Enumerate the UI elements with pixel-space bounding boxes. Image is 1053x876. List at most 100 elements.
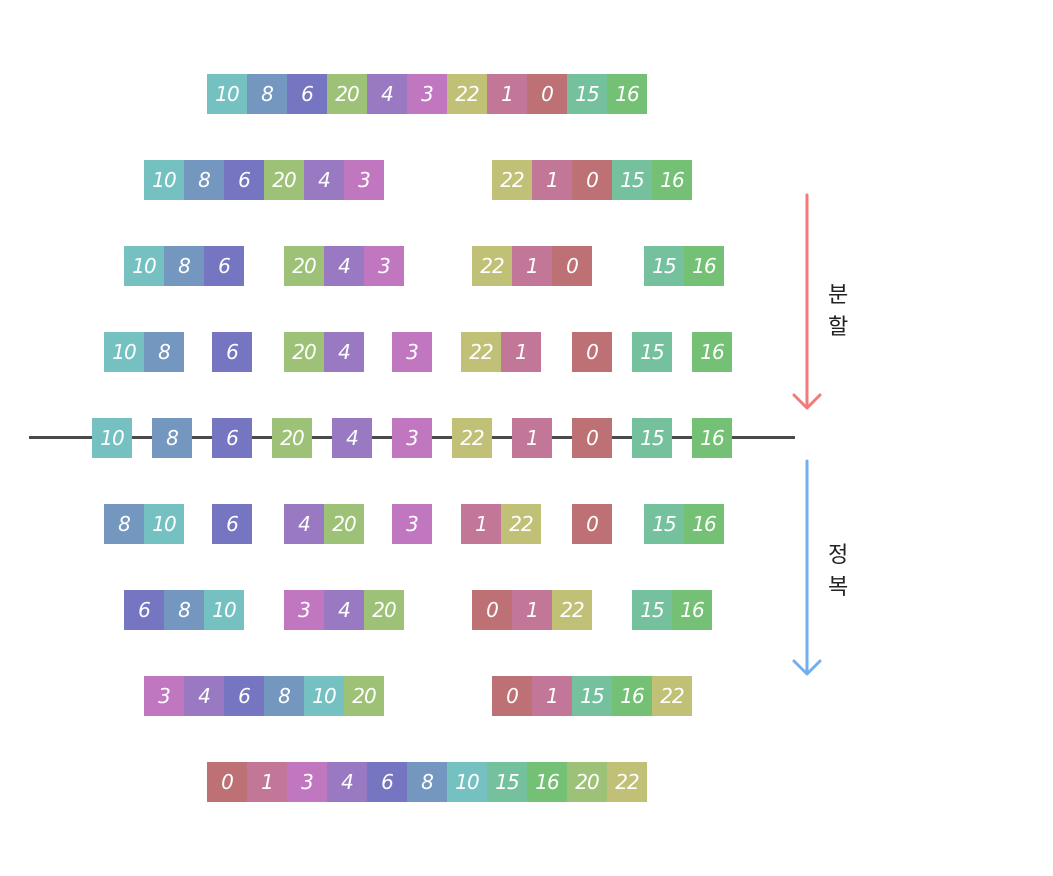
number-cell: 20 xyxy=(264,160,304,200)
number-cell: 3 xyxy=(144,676,184,716)
number-cell: 4 xyxy=(324,332,364,372)
number-cell: 1 xyxy=(532,160,572,200)
number-cell: 10 xyxy=(204,590,244,630)
number-cell: 6 xyxy=(212,418,252,458)
number-cell: 4 xyxy=(324,246,364,286)
number-cell: 3 xyxy=(344,160,384,200)
number-cell: 4 xyxy=(324,590,364,630)
divide-label: 분할 xyxy=(828,283,849,340)
number-cell: 8 xyxy=(104,504,144,544)
number-cell: 0 xyxy=(527,74,567,114)
number-cell: 10 xyxy=(104,332,144,372)
number-cell: 8 xyxy=(407,762,447,802)
number-cell: 8 xyxy=(152,418,192,458)
number-cell: 4 xyxy=(184,676,224,716)
number-cell: 10 xyxy=(144,504,184,544)
number-cell: 15 xyxy=(632,332,672,372)
divide-arrow xyxy=(792,193,822,410)
number-cell: 15 xyxy=(567,74,607,114)
number-cell: 15 xyxy=(632,590,672,630)
conquer-label: 정복 xyxy=(828,543,849,600)
number-cell: 16 xyxy=(672,590,712,630)
number-cell: 16 xyxy=(607,74,647,114)
number-cell: 0 xyxy=(572,332,612,372)
number-cell: 20 xyxy=(284,332,324,372)
number-cell: 10 xyxy=(144,160,184,200)
number-cell: 1 xyxy=(512,418,552,458)
number-cell: 0 xyxy=(207,762,247,802)
number-cell: 15 xyxy=(644,246,684,286)
number-cell: 6 xyxy=(287,74,327,114)
number-cell: 0 xyxy=(572,418,612,458)
number-cell: 22 xyxy=(461,332,501,372)
number-cell: 10 xyxy=(92,418,132,458)
number-cell: 4 xyxy=(367,74,407,114)
number-cell: 16 xyxy=(684,504,724,544)
number-cell: 20 xyxy=(567,762,607,802)
number-cell: 8 xyxy=(184,160,224,200)
number-cell: 6 xyxy=(367,762,407,802)
number-cell: 20 xyxy=(272,418,312,458)
number-cell: 1 xyxy=(247,762,287,802)
number-cell: 0 xyxy=(492,676,532,716)
number-cell: 16 xyxy=(612,676,652,716)
number-cell: 3 xyxy=(392,504,432,544)
conquer-arrow xyxy=(792,459,822,676)
number-cell: 22 xyxy=(447,74,487,114)
number-cell: 0 xyxy=(552,246,592,286)
number-cell: 4 xyxy=(332,418,372,458)
number-cell: 3 xyxy=(392,418,432,458)
number-cell: 1 xyxy=(512,246,552,286)
number-cell: 8 xyxy=(164,246,204,286)
number-cell: 20 xyxy=(344,676,384,716)
number-cell: 22 xyxy=(501,504,541,544)
number-cell: 16 xyxy=(692,332,732,372)
number-cell: 0 xyxy=(572,504,612,544)
number-cell: 10 xyxy=(304,676,344,716)
number-cell: 0 xyxy=(572,160,612,200)
number-cell: 22 xyxy=(552,590,592,630)
number-cell: 6 xyxy=(212,504,252,544)
number-cell: 22 xyxy=(607,762,647,802)
number-cell: 10 xyxy=(124,246,164,286)
number-cell: 1 xyxy=(512,590,552,630)
number-cell: 16 xyxy=(684,246,724,286)
number-cell: 6 xyxy=(224,160,264,200)
number-cell: 22 xyxy=(452,418,492,458)
number-cell: 4 xyxy=(304,160,344,200)
number-cell: 20 xyxy=(327,74,367,114)
number-cell: 1 xyxy=(487,74,527,114)
number-cell: 15 xyxy=(572,676,612,716)
number-cell: 6 xyxy=(204,246,244,286)
number-cell: 16 xyxy=(692,418,732,458)
number-cell: 15 xyxy=(632,418,672,458)
number-cell: 20 xyxy=(324,504,364,544)
number-cell: 3 xyxy=(364,246,404,286)
number-cell: 20 xyxy=(364,590,404,630)
number-cell: 22 xyxy=(652,676,692,716)
number-cell: 6 xyxy=(224,676,264,716)
number-cell: 4 xyxy=(327,762,367,802)
number-cell: 8 xyxy=(164,590,204,630)
number-cell: 3 xyxy=(407,74,447,114)
number-cell: 3 xyxy=(287,762,327,802)
number-cell: 15 xyxy=(644,504,684,544)
number-cell: 3 xyxy=(284,590,324,630)
number-cell: 6 xyxy=(124,590,164,630)
number-cell: 1 xyxy=(532,676,572,716)
number-cell: 6 xyxy=(212,332,252,372)
number-cell: 4 xyxy=(284,504,324,544)
number-cell: 10 xyxy=(207,74,247,114)
number-cell: 8 xyxy=(247,74,287,114)
number-cell: 15 xyxy=(487,762,527,802)
number-cell: 22 xyxy=(492,160,532,200)
number-cell: 16 xyxy=(527,762,567,802)
number-cell: 8 xyxy=(144,332,184,372)
number-cell: 15 xyxy=(612,160,652,200)
number-cell: 8 xyxy=(264,676,304,716)
number-cell: 3 xyxy=(392,332,432,372)
number-cell: 16 xyxy=(652,160,692,200)
number-cell: 20 xyxy=(284,246,324,286)
number-cell: 10 xyxy=(447,762,487,802)
